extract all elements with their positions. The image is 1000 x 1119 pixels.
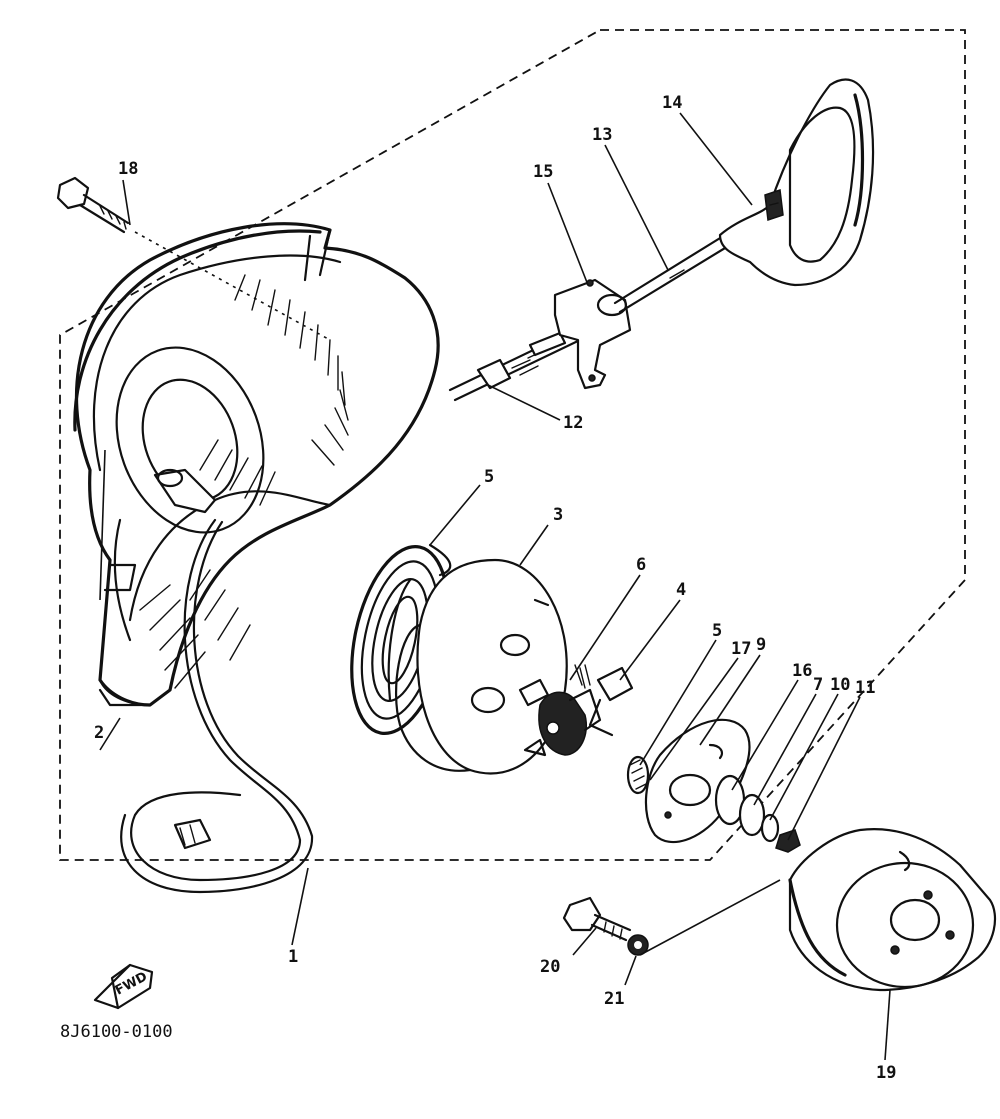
part-bolt-20 bbox=[562, 896, 632, 942]
part-handle-14 bbox=[718, 78, 875, 287]
callout-8: 6 bbox=[636, 555, 646, 575]
diagram-code: 8J6100-0100 bbox=[60, 1022, 173, 1042]
part-bolt-18 bbox=[56, 176, 331, 341]
callout-14: 14 bbox=[662, 93, 682, 113]
callout-19: 19 bbox=[876, 1063, 896, 1083]
callout-12: 12 bbox=[563, 413, 583, 433]
callout-2: 2 bbox=[94, 723, 104, 743]
callout-13: 13 bbox=[592, 125, 612, 145]
part-bracket-15 bbox=[553, 278, 632, 390]
callout-9: 9 bbox=[756, 635, 766, 655]
part-washer-7 bbox=[738, 793, 766, 837]
callout-20: 20 bbox=[540, 957, 560, 977]
callout-7: 7 bbox=[813, 675, 823, 695]
part-cup-19 bbox=[788, 828, 997, 992]
part-washer-10 bbox=[760, 813, 780, 843]
callouts: 18 15 13 14 12 5 3 6 4 5 17 9 16 7 10 11… bbox=[94, 93, 896, 1083]
callout-4: 4 bbox=[676, 580, 686, 600]
callout-5-right: 5 bbox=[712, 621, 722, 641]
part-starter-housing-2 bbox=[73, 222, 440, 894]
part-cable-13 bbox=[613, 233, 732, 314]
callout-1: 1 bbox=[288, 947, 298, 967]
part-washer-21 bbox=[627, 934, 649, 956]
part-pin-4 bbox=[588, 666, 634, 737]
callout-17: 17 bbox=[731, 639, 751, 659]
part-reel-3 bbox=[350, 543, 568, 775]
leader-lines bbox=[99, 112, 891, 1061]
part-spring-6 bbox=[626, 755, 650, 795]
assembly-boundary bbox=[59, 29, 966, 861]
callout-21: 21 bbox=[604, 989, 624, 1009]
callout-11: 11 bbox=[855, 678, 875, 698]
callout-18: 18 bbox=[118, 159, 138, 179]
part-nut-11 bbox=[775, 829, 801, 853]
fwd-arrow-icon: FWD bbox=[93, 963, 154, 1010]
callout-10: 10 bbox=[830, 675, 850, 695]
callout-3: 3 bbox=[553, 505, 563, 525]
callout-16: 16 bbox=[792, 661, 812, 681]
callout-5-spring: 5 bbox=[484, 467, 494, 487]
callout-15: 15 bbox=[533, 162, 553, 182]
